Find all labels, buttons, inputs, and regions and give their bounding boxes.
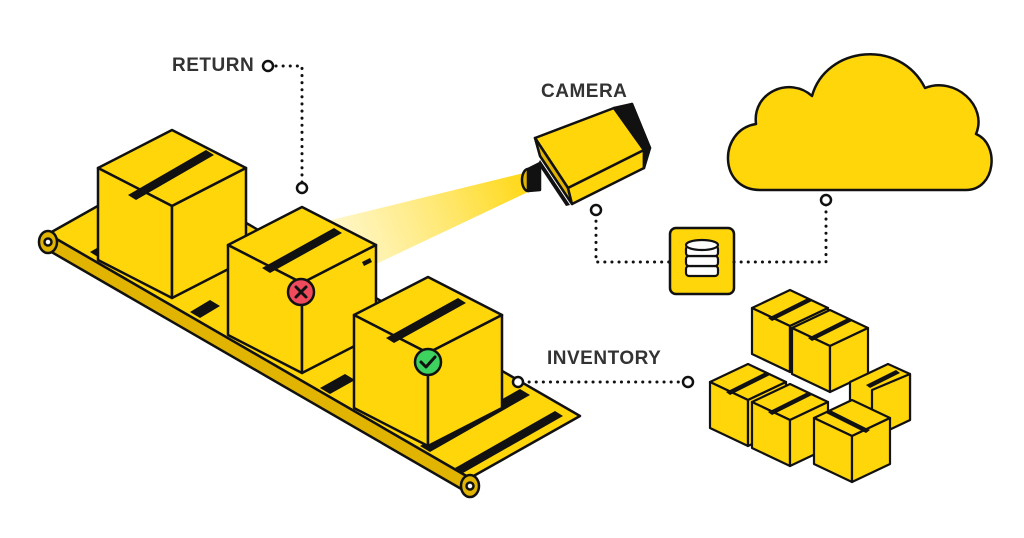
connectors: [274, 64, 828, 384]
inventory-stack: [708, 288, 912, 484]
return-label: RETURN: [172, 55, 255, 76]
inventory-box: [812, 398, 892, 484]
database-icon: [668, 226, 736, 296]
camera-db-connector: [594, 212, 672, 264]
db-cloud-connector: [732, 202, 828, 264]
camera-icon: [520, 102, 652, 206]
box-1: [96, 128, 248, 300]
check-mark-icon: [419, 355, 437, 369]
connector-endpoints: [261, 59, 833, 389]
inventory-label: INVENTORY: [547, 348, 662, 369]
accept-badge: [413, 347, 443, 377]
inventory-box: [708, 362, 788, 448]
box-accepted: [352, 275, 504, 448]
return-connector: [274, 64, 304, 186]
camera-label: CAMERA: [541, 81, 628, 102]
reject-badge: [286, 277, 316, 307]
inventory-box: [790, 308, 870, 394]
cloud-icon: [726, 53, 993, 192]
x-mark-icon: [294, 285, 308, 299]
